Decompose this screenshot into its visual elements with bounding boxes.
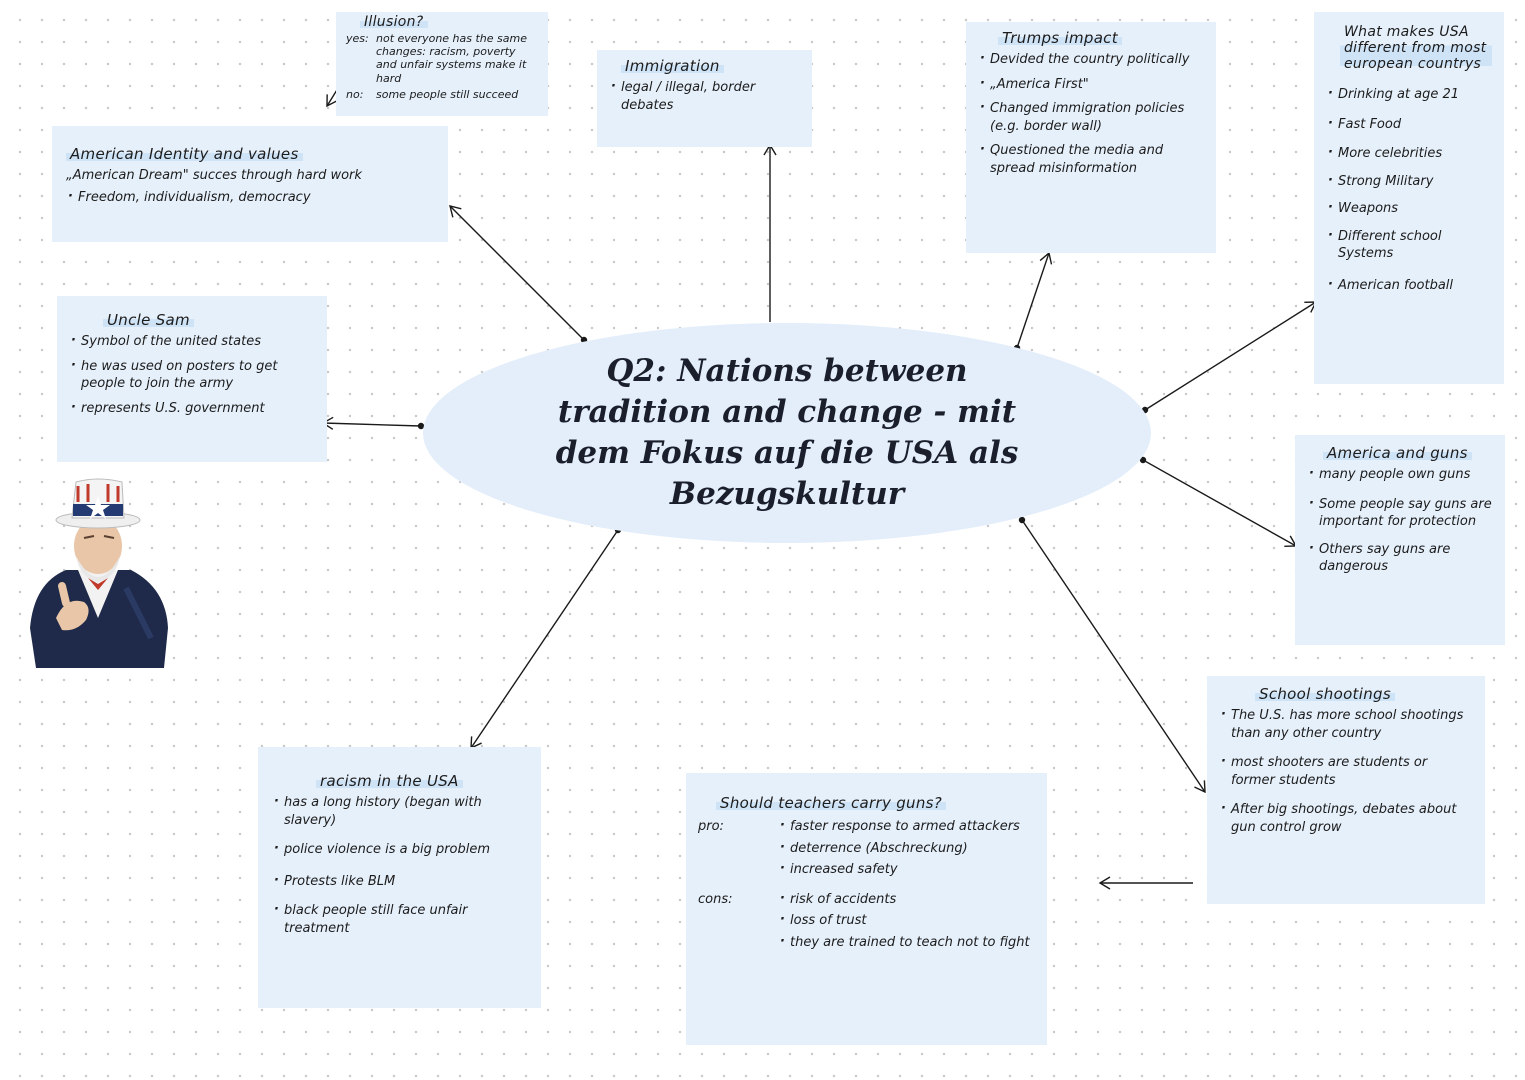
list-item: represents U.S. government [69, 399, 315, 418]
note-title: racism in the USA [316, 772, 463, 790]
list-item: Others say guns are dangerous [1307, 540, 1495, 576]
list-item: deterrence (Abschreckung) [778, 839, 1035, 858]
list-item: increased safety [778, 860, 1035, 879]
pro-section: pro: faster response to armed attackers … [698, 817, 1035, 883]
arrow-to-school-shootings [1021, 519, 1206, 794]
list-item: risk of accidents [778, 890, 1035, 909]
list-item: Strong Military [1326, 172, 1492, 191]
american-dream-line: „American Dream" succes through hard wor… [66, 168, 362, 183]
note-title: America and guns [1323, 444, 1472, 462]
yes-text: not everyone has the same changes: racis… [376, 32, 527, 85]
uncle-sam-illustration [30, 478, 168, 668]
note-title: Immigration [621, 57, 724, 75]
note-immigration: Immigration legal / illegal, border deba… [597, 50, 812, 147]
list-item: they are trained to teach not to fight [778, 933, 1035, 952]
arrow-to-racism [470, 529, 619, 750]
note-uncle-sam: Uncle Sam Symbol of the united states he… [57, 296, 327, 462]
list-item: The U.S. has more school shootings than … [1219, 706, 1473, 742]
pro-label: pro: [698, 819, 724, 834]
note-american-identity: American Identity and values „American D… [52, 126, 448, 242]
note-america-and-guns: America and guns many people own guns So… [1295, 435, 1505, 645]
list-item: faster response to armed attackers [778, 817, 1035, 836]
list-item: many people own guns [1307, 465, 1495, 484]
arrow-to-identity [449, 205, 585, 341]
note-title: Uncle Sam [103, 311, 194, 329]
illusion-yes-row: yes: not everyone has the same changes: … [346, 32, 538, 85]
list-item: most shooters are students or former stu… [1219, 753, 1473, 789]
note-title: Should teachers carry guns? [716, 794, 947, 812]
list-item: Protests like BLM [272, 872, 527, 891]
cons-label: cons: [698, 891, 733, 907]
note-usa-different: What makes USA different from most europ… [1314, 12, 1504, 384]
cons-section: cons: risk of accidents loss of trust th… [698, 890, 1035, 959]
list-item: legal / illegal, border debates [609, 78, 800, 114]
no-label: no: [346, 87, 364, 101]
list-item: Some people say guns are important for p… [1307, 495, 1495, 531]
list-item: Devided the country politically [978, 50, 1204, 69]
arrow-to-guns [1142, 459, 1298, 548]
arrow-to-trump [1016, 251, 1053, 349]
list-item: After big shootings, debates about gun c… [1219, 800, 1473, 836]
list-item: Drinking at age 21 [1326, 85, 1492, 104]
list-item: Symbol of the united states [69, 332, 315, 351]
yes-label: yes: [346, 32, 369, 45]
note-title: Trumps impact [998, 29, 1122, 47]
arrow-to-usa-different [1144, 301, 1318, 411]
note-title: Illusion? [360, 14, 428, 30]
note-illusion: Illusion? yes: not everyone has the same… [336, 12, 548, 116]
note-trump-impact: Trumps impact Devided the country politi… [966, 22, 1216, 253]
list-item: More celebrities [1326, 144, 1492, 163]
list-item: Freedom, individualism, democracy [66, 188, 434, 207]
list-item: black people still face unfair treatment [272, 901, 527, 937]
list-item: has a long history (began with slavery) [272, 793, 527, 829]
list-item: he was used on posters to get people to … [69, 357, 315, 393]
list-item: Weapons [1326, 199, 1492, 218]
list-item: loss of trust [778, 911, 1035, 930]
central-topic: Q2: Nations between tradition and change… [423, 323, 1151, 543]
list-item: Different school Systems [1326, 227, 1492, 263]
note-school-shootings: School shootings The U.S. has more schoo… [1207, 676, 1485, 904]
list-item: „America First" [978, 75, 1204, 94]
arrow-to-uncle-sam [321, 416, 422, 430]
note-teachers-carry-guns: Should teachers carry guns? pro: faster … [686, 773, 1047, 1045]
list-item: Questioned the media and spread misinfor… [978, 141, 1204, 177]
list-item: police violence is a big problem [272, 840, 527, 859]
note-title: American Identity and values [66, 145, 303, 163]
no-text: some people still succeed [376, 87, 519, 101]
list-item: American football [1326, 276, 1492, 295]
list-item: Changed immigration policies (e.g. borde… [978, 99, 1204, 135]
illusion-no-row: no: some people still succeed [346, 88, 538, 101]
central-topic-title: Q2: Nations between tradition and change… [555, 353, 1019, 512]
note-racism-usa: racism in the USA has a long history (be… [258, 747, 541, 1008]
note-title: What makes USA different from most europ… [1340, 24, 1492, 72]
list-item: Fast Food [1326, 115, 1492, 134]
note-title: School shootings [1255, 685, 1395, 703]
